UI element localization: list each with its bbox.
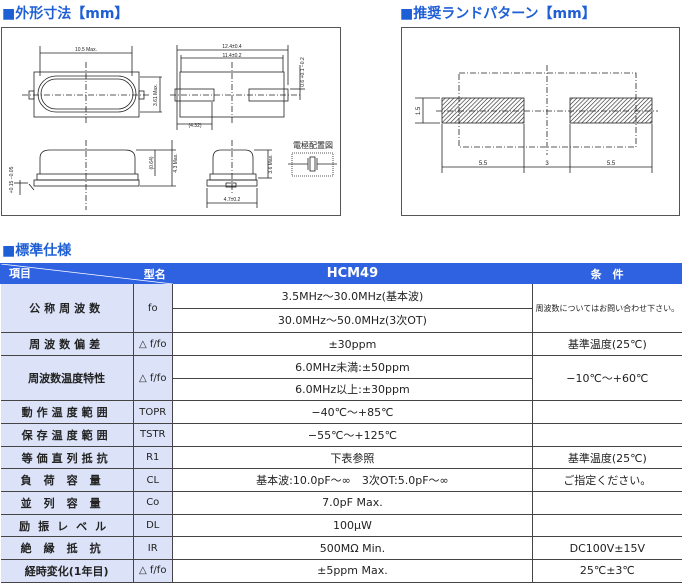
dim-total-length: 12.4±0.4 — [222, 44, 242, 50]
row-value: ±30ppm — [171, 332, 534, 356]
pad-width-right-label: 5.5 — [607, 161, 616, 167]
table-row: 周波数偏差 △ f/fo ±30ppm 基準温度(25℃) — [0, 332, 682, 356]
row-value: −55℃〜+125℃ — [171, 423, 534, 447]
row-value: 3.5MHz〜30.0MHz(基本波) — [171, 283, 534, 309]
dim-lead-offset: 0.6 +0.1 −0.2 — [300, 57, 306, 87]
table-row: 動作温度範囲 TOPR −40℃〜+85℃ — [0, 400, 682, 424]
row-symbol: IR — [132, 536, 173, 561]
table-row: 6.0MHz以上:±30ppm — [1, 377, 682, 401]
pad-width-left-label: 5.5 — [479, 161, 488, 167]
row-item: 等価直列抵抗 — [0, 445, 134, 470]
land-pad-left — [441, 97, 525, 124]
electrode-diagram — [288, 152, 337, 177]
dim-side-height: 3.6 Max. — [268, 154, 274, 173]
header-condition: 条 件 — [532, 263, 682, 284]
pad-height-label: 1.5 — [416, 106, 422, 115]
row-symbol: fo — [132, 283, 173, 333]
row-condition — [532, 513, 682, 538]
row-condition — [532, 491, 682, 515]
side-view-right — [206, 140, 272, 208]
row-symbol: Co — [132, 491, 173, 515]
row-value: −40℃〜+85℃ — [171, 400, 534, 424]
row-condition: 基準温度(25℃) — [532, 332, 682, 356]
dim-height-max: 3.61 Max. — [153, 84, 159, 106]
row-value: 基本波:10.0pF〜∞ 3次OT:5.0pF〜∞ — [171, 468, 534, 493]
header-item-model: 項目 型名 — [0, 263, 173, 284]
row-symbol: CL — [132, 468, 173, 493]
row-condition: DC100V±15V — [532, 536, 682, 561]
top-view — [22, 46, 162, 125]
table-row: 等価直列抵抗 R1 下表参照 基準温度(25℃) — [0, 445, 682, 470]
row-item: 経時変化(1年目) — [0, 559, 134, 583]
row-condition: ご指定ください。 — [532, 468, 682, 493]
row-item: 周波数偏差 — [0, 332, 134, 356]
land-pattern-drawing: 1.5 5.5 3 5.5 — [415, 65, 658, 173]
table-row: 励振レベル DL 100μW — [0, 513, 682, 538]
dimensions-title: ■外形寸法【mm】 — [2, 6, 129, 22]
spec-title: ■標準仕様 — [2, 243, 72, 259]
row-item: 公称周波数 — [0, 283, 134, 333]
row-symbol: TOPR — [132, 400, 173, 424]
row-condition — [532, 400, 682, 424]
row-item: 保存温度範囲 — [0, 423, 134, 447]
row-value: 下表参照 — [171, 445, 534, 470]
row-symbol: DL — [132, 513, 173, 538]
side-view-left — [14, 140, 176, 210]
gap-label: 3 — [545, 161, 549, 167]
row-symbol: R1 — [132, 445, 173, 470]
row-condition: 25℃±3℃ — [532, 559, 682, 583]
row-item: 負荷容量 — [0, 468, 134, 493]
table-row: 経時変化(1年目) △ f/fo ±5ppm Max. 25℃±3℃ — [0, 559, 682, 583]
dim-body-length: 11.4±0.2 — [222, 53, 241, 59]
row-item: 動作温度範囲 — [0, 400, 134, 424]
row-value: 100μW — [171, 513, 534, 538]
table-row: 周波数温度特性 △ f/fo 6.0MHz未満:±50ppm −10℃〜+60℃ — [0, 355, 682, 401]
electrode-label: 電極配置図 — [293, 140, 333, 150]
table-row: 公称周波数 fo 3.5MHz〜30.0MHz(基本波) 周波数についてはお問い… — [0, 283, 682, 333]
table-row: 負荷容量 CL 基本波:10.0pF〜∞ 3次OT:5.0pF〜∞ ご指定くださ… — [0, 468, 682, 493]
row-symbol: △ f/fo — [132, 355, 173, 401]
row-symbol: TSTR — [132, 423, 173, 447]
row-symbol: △ f/fo — [132, 559, 173, 583]
row-item: 絶縁抵抗 — [0, 536, 134, 561]
row-value: 6.0MHz以上:±30ppm — [171, 377, 534, 401]
dim-body-height: 4.3 Max. — [173, 153, 179, 172]
table-row: 並列容量 Co 7.0pF Max. — [0, 491, 682, 515]
dimension-drawing: 10.5 Max. 3.61 Max. 12.4±0.4 11.4±0.2 0.… — [9, 44, 337, 210]
dim-side-width: 4.7±0.2 — [224, 197, 241, 203]
row-item: 周波数温度特性 — [0, 355, 134, 401]
row-symbol: △ f/fo — [132, 332, 173, 356]
row-value: ±5ppm Max. — [171, 559, 534, 583]
spec-table: 項目 型名 HCM49 条 件 公称周波数 fo 3.5MHz〜30.0MHz(… — [0, 263, 682, 583]
row-value: 30.0MHz〜50.0MHz(3次OT) — [171, 307, 534, 333]
header-item: 項目 — [9, 267, 31, 280]
header-product: HCM49 — [171, 263, 534, 284]
dim-width-max: 10.5 Max. — [75, 47, 97, 53]
header-model: 型名 — [143, 268, 166, 281]
land-pad-right — [569, 97, 653, 124]
dimension-drawing-box — [1, 27, 341, 216]
row-item: 励振レベル — [0, 513, 134, 538]
row-item: 並列容量 — [0, 491, 134, 515]
row-value: 500MΩ Min. — [171, 536, 534, 561]
table-row: 絶縁抵抗 IR 500MΩ Min. DC100V±15V — [0, 536, 682, 561]
row-condition: 周波数についてはお問い合わせ下さい。 — [532, 283, 682, 333]
row-value: 7.0pF Max. — [171, 491, 534, 515]
land-pattern-title: ■推奨ランドパターン【mm】 — [400, 6, 596, 22]
row-condition: 基準温度(25℃) — [532, 445, 682, 470]
table-row: 保存温度範囲 TSTR −55℃〜+125℃ — [0, 423, 682, 447]
front-view — [170, 45, 305, 130]
row-condition — [532, 423, 682, 447]
dim-lead-length: (4.32) — [188, 123, 201, 129]
dim-lead-thickness: +0.15 −0.05 — [9, 166, 15, 193]
table-header: 項目 型名 HCM49 条 件 — [0, 263, 682, 284]
row-condition: −10℃〜+60℃ — [532, 355, 682, 401]
row-value: 6.0MHz未満:±50ppm — [171, 355, 534, 379]
dim-dome-height: (0.64) — [149, 156, 155, 169]
